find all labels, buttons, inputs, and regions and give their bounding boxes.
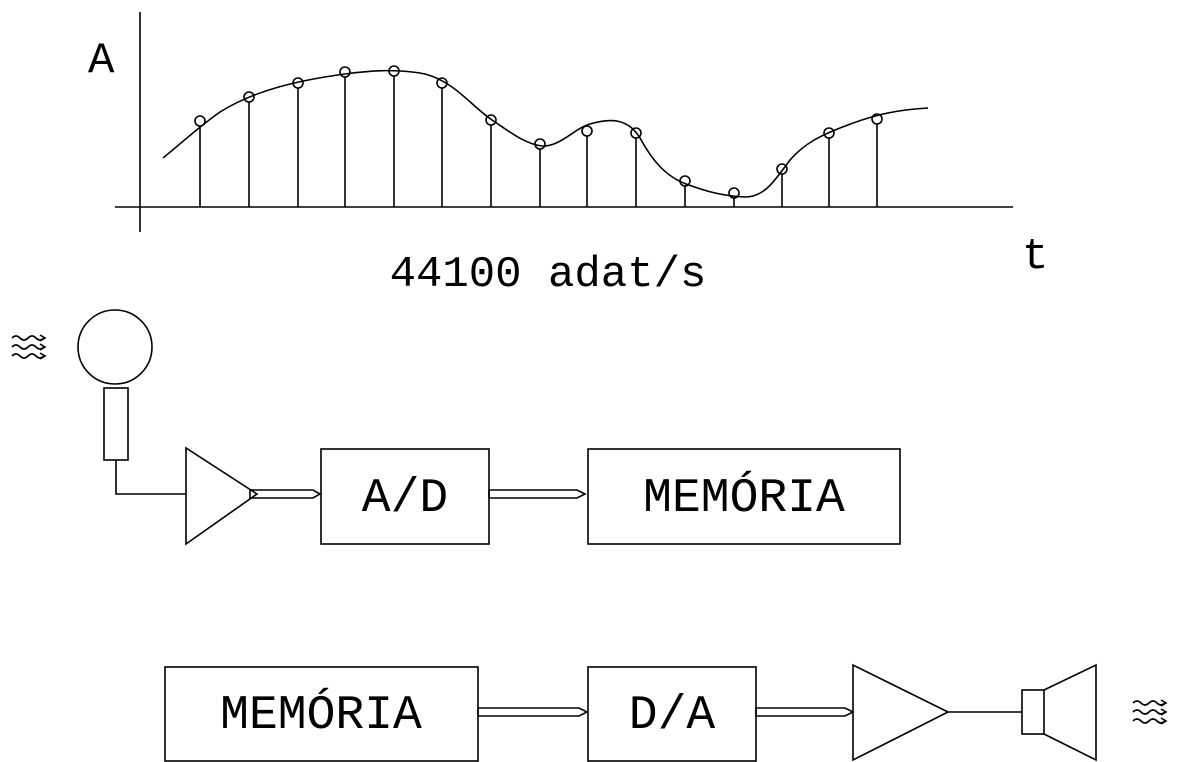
sample-point [485, 114, 497, 126]
x-axis-label: t [1022, 232, 1048, 282]
amplifier-triangle-icon [852, 663, 950, 762]
sampling-plot: A t 44100 adat/s [88, 12, 1048, 300]
y-axis-label: A [88, 36, 115, 86]
da-converter-box [587, 666, 757, 762]
sample-rate-label: 44100 adat/s [390, 250, 707, 300]
arrow-amp-to-ad [249, 489, 322, 499]
record-memory-box [587, 448, 901, 545]
record-chain: A/D MEMÓRIA [11, 309, 901, 546]
microphone-icon [77, 309, 153, 461]
record-memory-label: MEMÓRIA [643, 470, 845, 526]
sample-point [194, 115, 206, 127]
playback-memory-box [164, 666, 479, 762]
da-converter-label: D/A [629, 689, 716, 743]
sample-point [388, 65, 400, 77]
arrow-ad-to-memory [488, 489, 587, 499]
sample-point [679, 175, 691, 187]
sample-point [728, 187, 740, 199]
arrow-da-to-amp [755, 707, 855, 717]
mic-cable [115, 460, 186, 495]
sample-point [581, 125, 593, 137]
sound-waves-icon [1132, 699, 1168, 725]
sample-point [871, 113, 883, 125]
ad-converter-box [320, 448, 490, 545]
sample-point [630, 127, 642, 139]
ad-converter-label: A/D [362, 472, 448, 526]
sample-point [292, 77, 304, 89]
playback-memory-label: MEMÓRIA [220, 687, 422, 743]
sample-point [339, 66, 351, 78]
sample-point [534, 138, 546, 150]
sample-point [243, 91, 255, 103]
arrow-memory-to-da [477, 707, 589, 717]
sample-point [436, 77, 448, 89]
speaker-icon [1021, 663, 1097, 762]
amplifier-triangle-icon [185, 446, 259, 546]
sample-stems [194, 65, 883, 207]
sound-waves-icon [11, 334, 47, 360]
sample-point [776, 163, 788, 175]
sample-point [823, 127, 835, 139]
playback-chain: MEMÓRIA D/A [164, 663, 1168, 762]
analog-signal-curve [162, 69, 929, 198]
